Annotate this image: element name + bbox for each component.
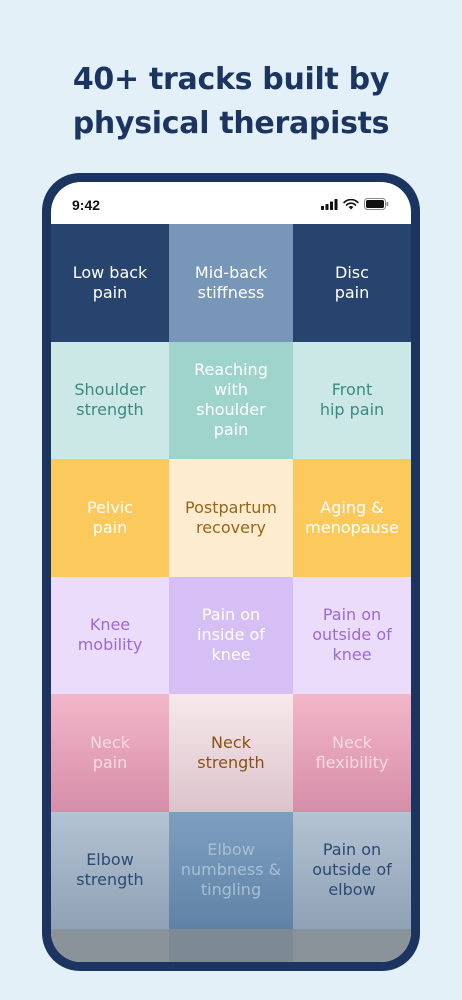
track-tile[interactable]: Front hip pain [293, 341, 411, 459]
track-tile-label: Pain on outside of elbow [312, 840, 392, 900]
track-tile[interactable]: Elbow strength [51, 811, 169, 929]
status-icons [321, 198, 389, 210]
track-tile[interactable]: Disc pain [293, 224, 411, 342]
track-tile[interactable]: Neck flexibility [293, 694, 411, 812]
status-time: 9:42 [72, 197, 101, 213]
track-tile-label: Neck strength [197, 732, 265, 772]
track-tile-label: Neck pain [90, 732, 130, 772]
track-tile-label: Pain on outside of knee [312, 605, 392, 665]
track-tile-label: Postpartum recovery [184, 497, 277, 537]
status-bar: 9:42 [51, 182, 411, 224]
track-tile[interactable]: Pelvic pain [51, 459, 169, 577]
track-tile[interactable]: Neck strength [169, 694, 293, 812]
track-tile-label: Low back pain [72, 262, 148, 302]
partial-tile [293, 929, 411, 962]
track-grid: Low back pain Mid-back stiffness Disc pain… [51, 224, 411, 929]
track-tile-label: Knee mobility [77, 615, 143, 655]
track-tile[interactable]: Elbow numbness & tingling [169, 811, 293, 929]
partial-tile [169, 929, 293, 962]
track-tile-label: Elbow strength [76, 850, 144, 890]
track-tile-label: Pain on inside of knee [197, 605, 265, 665]
track-tile[interactable]: Pain on outside of knee [293, 576, 411, 694]
headline-line-2: physical therapists [72, 106, 390, 141]
track-tile-label: Elbow numbness & tingling [180, 840, 282, 900]
track-tile[interactable]: Shoulder strength [51, 341, 169, 459]
wifi-icon [343, 198, 359, 209]
track-tile[interactable]: Low back pain [51, 224, 169, 342]
track-tile[interactable]: Pain on inside of knee [169, 576, 293, 694]
track-tile[interactable]: Neck pain [51, 694, 169, 812]
next-row-partial [51, 929, 411, 962]
partial-tile [51, 929, 169, 962]
track-tile[interactable]: Knee mobility [51, 576, 169, 694]
track-tile[interactable]: Pain on outside of elbow [293, 811, 411, 929]
track-tile[interactable]: Postpartum recovery [169, 459, 293, 577]
signal-icon [321, 198, 338, 210]
track-tile-label: Neck flexibility [315, 732, 389, 772]
track-tile-label: Pelvic pain [86, 497, 134, 537]
track-tile[interactable]: Reaching with shoulder pain [169, 341, 293, 459]
phone-screen: 9:42 Low bac [51, 182, 411, 962]
track-tile[interactable]: Mid-back stiffness [169, 224, 293, 342]
track-tile-label: Disc pain [334, 262, 370, 302]
track-tile-label: Front hip pain [319, 380, 385, 420]
track-tile-label: Shoulder strength [74, 380, 146, 420]
phone-frame: 9:42 Low bac [42, 173, 420, 971]
battery-icon [364, 198, 389, 210]
headline-line-1: 40+ tracks built by [72, 62, 390, 97]
track-tile-label: Mid-back stiffness [194, 262, 268, 302]
headline: 40+ tracks built by physical therapists [0, 58, 462, 146]
track-tile-label: Aging & menopause [305, 497, 399, 537]
track-tile-label: Reaching with shoulder pain [194, 360, 268, 440]
track-tile[interactable]: Aging & menopause [293, 459, 411, 577]
